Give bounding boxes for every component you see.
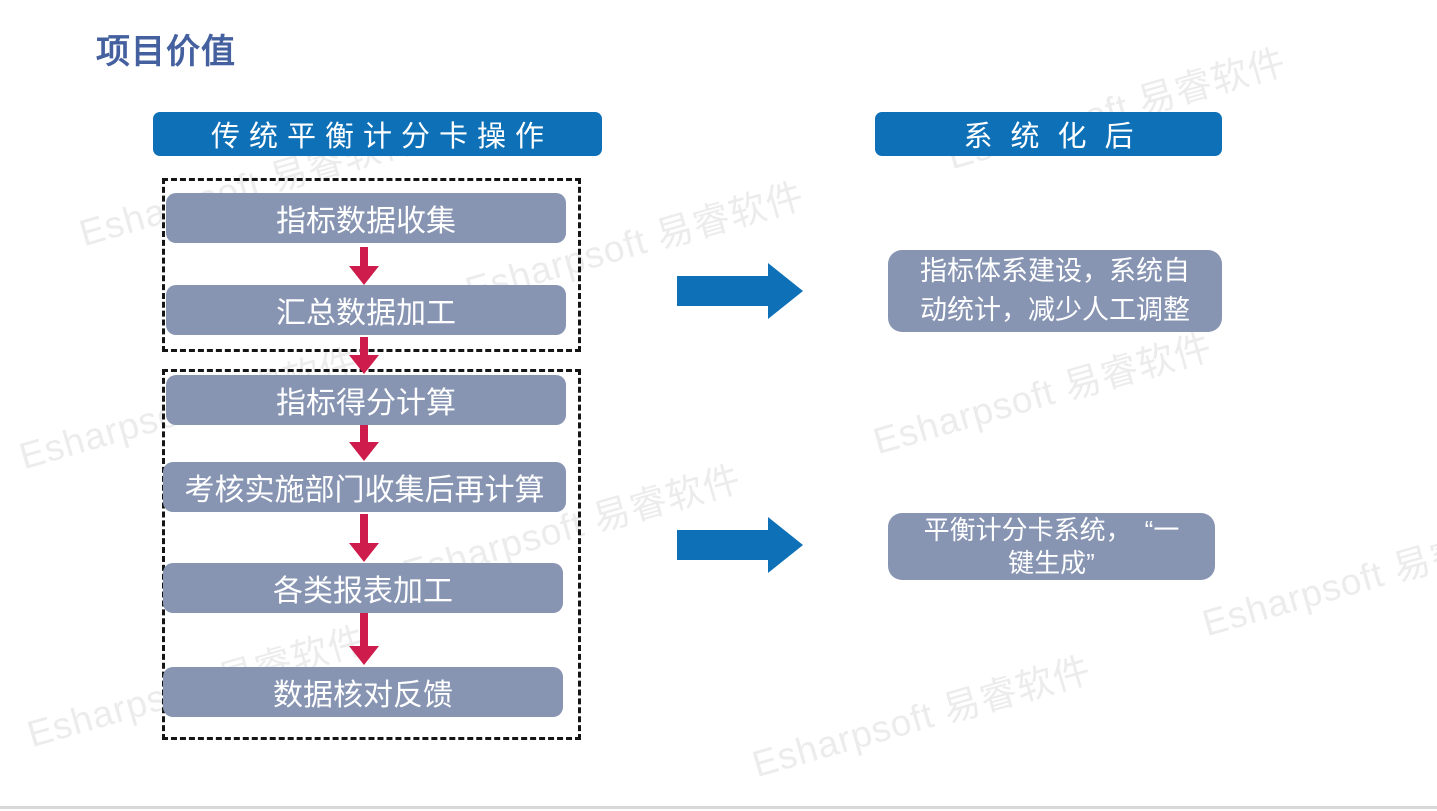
down-arrow-head	[349, 442, 379, 461]
down-arrow-icon	[349, 514, 379, 562]
down-arrow-head	[349, 543, 379, 562]
watermark-text: Esharpsoft 易睿软件	[747, 649, 1096, 786]
result-box-one-click: 平衡计分卡系统， “一 键生成”	[888, 513, 1215, 580]
flow-step-box: 考核实施部门收集后再计算	[163, 462, 566, 512]
down-arrow-shaft	[360, 613, 368, 646]
flow-step-box: 各类报表加工	[163, 563, 563, 613]
down-arrow-head	[349, 646, 379, 665]
right-arrow-shaft	[677, 276, 768, 306]
right-arrow-icon	[677, 263, 803, 319]
result-box-line: 键生成”	[1008, 547, 1095, 578]
down-arrow-head	[349, 266, 379, 285]
flow-step-box: 指标得分计算	[166, 375, 566, 425]
result-box-indicator-system: 指标体系建设，系统自 动统计，减少人工调整	[888, 250, 1222, 332]
flow-step-box: 数据核对反馈	[163, 667, 563, 717]
down-arrow-icon	[349, 425, 379, 461]
page-title: 项目价值	[96, 33, 236, 71]
bottom-divider	[0, 806, 1437, 809]
watermark-text: Esharpsoft 易睿软件	[868, 326, 1217, 463]
flow-step-box: 指标数据收集	[166, 193, 566, 243]
flow-step-box: 汇总数据加工	[166, 285, 566, 335]
watermark-text: Esharpsoft 易睿软件	[942, 41, 1291, 178]
result-box-line: 平衡计分卡系统， “一	[923, 514, 1180, 545]
right-arrow-head	[768, 517, 803, 573]
column-header-traditional: 传统平衡计分卡操作	[153, 112, 602, 156]
result-box-line: 动统计，减少人工调整	[920, 295, 1190, 325]
watermark-text: Esharpsoft 易睿软件	[1197, 508, 1437, 645]
down-arrow-shaft	[360, 514, 368, 543]
down-arrow-shaft	[360, 247, 368, 266]
right-arrow-head	[768, 263, 803, 319]
right-arrow-shaft	[677, 530, 768, 560]
down-arrow-shaft	[360, 425, 368, 442]
down-arrow-icon	[349, 247, 379, 285]
down-arrow-head	[349, 355, 379, 374]
down-arrow-icon	[349, 337, 379, 374]
down-arrow-icon	[349, 613, 379, 665]
down-arrow-shaft	[360, 337, 368, 355]
right-arrow-icon	[677, 517, 803, 573]
dashed-group-frame-1	[162, 178, 581, 352]
result-box-line: 指标体系建设，系统自	[920, 256, 1190, 286]
column-header-systemized: 系统化后	[875, 112, 1222, 156]
